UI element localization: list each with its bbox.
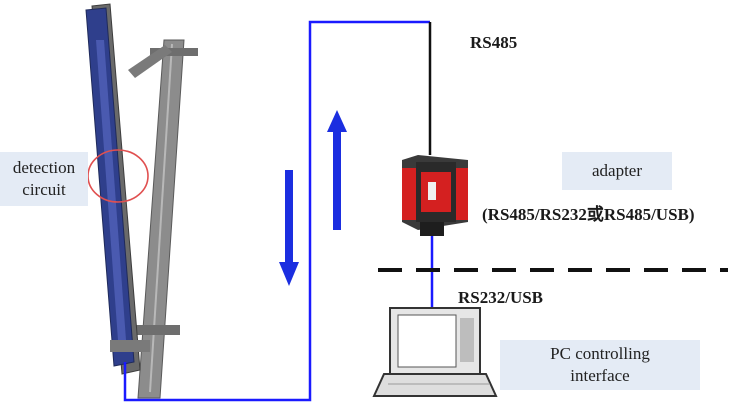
- detection-circuit-label: detection circuit: [0, 152, 88, 206]
- adapter-label: adapter: [562, 152, 672, 190]
- pc-label-line2: interface: [570, 366, 630, 385]
- rs232-usb-label: RS232/USB: [458, 288, 544, 307]
- detection-label-line1: detection: [12, 158, 76, 177]
- detection-highlight-circle: [87, 149, 149, 203]
- arrow-up-icon: [327, 110, 347, 230]
- detection-label-line2: circuit: [22, 180, 66, 199]
- pc-label-line1: PC controlling: [550, 344, 650, 363]
- laptop-icon: [372, 307, 498, 397]
- pc-interface-label: PC controlling interface: [500, 340, 700, 390]
- communication-wire: [123, 20, 434, 402]
- rs485-label: RS485: [470, 33, 518, 52]
- adapter-spec-label: (RS485/RS232或RS485/USB): [482, 205, 695, 224]
- solar-panel-mount-icon: [85, 3, 198, 399]
- adapter-box-icon: [402, 155, 468, 236]
- arrow-down-icon: [279, 170, 299, 286]
